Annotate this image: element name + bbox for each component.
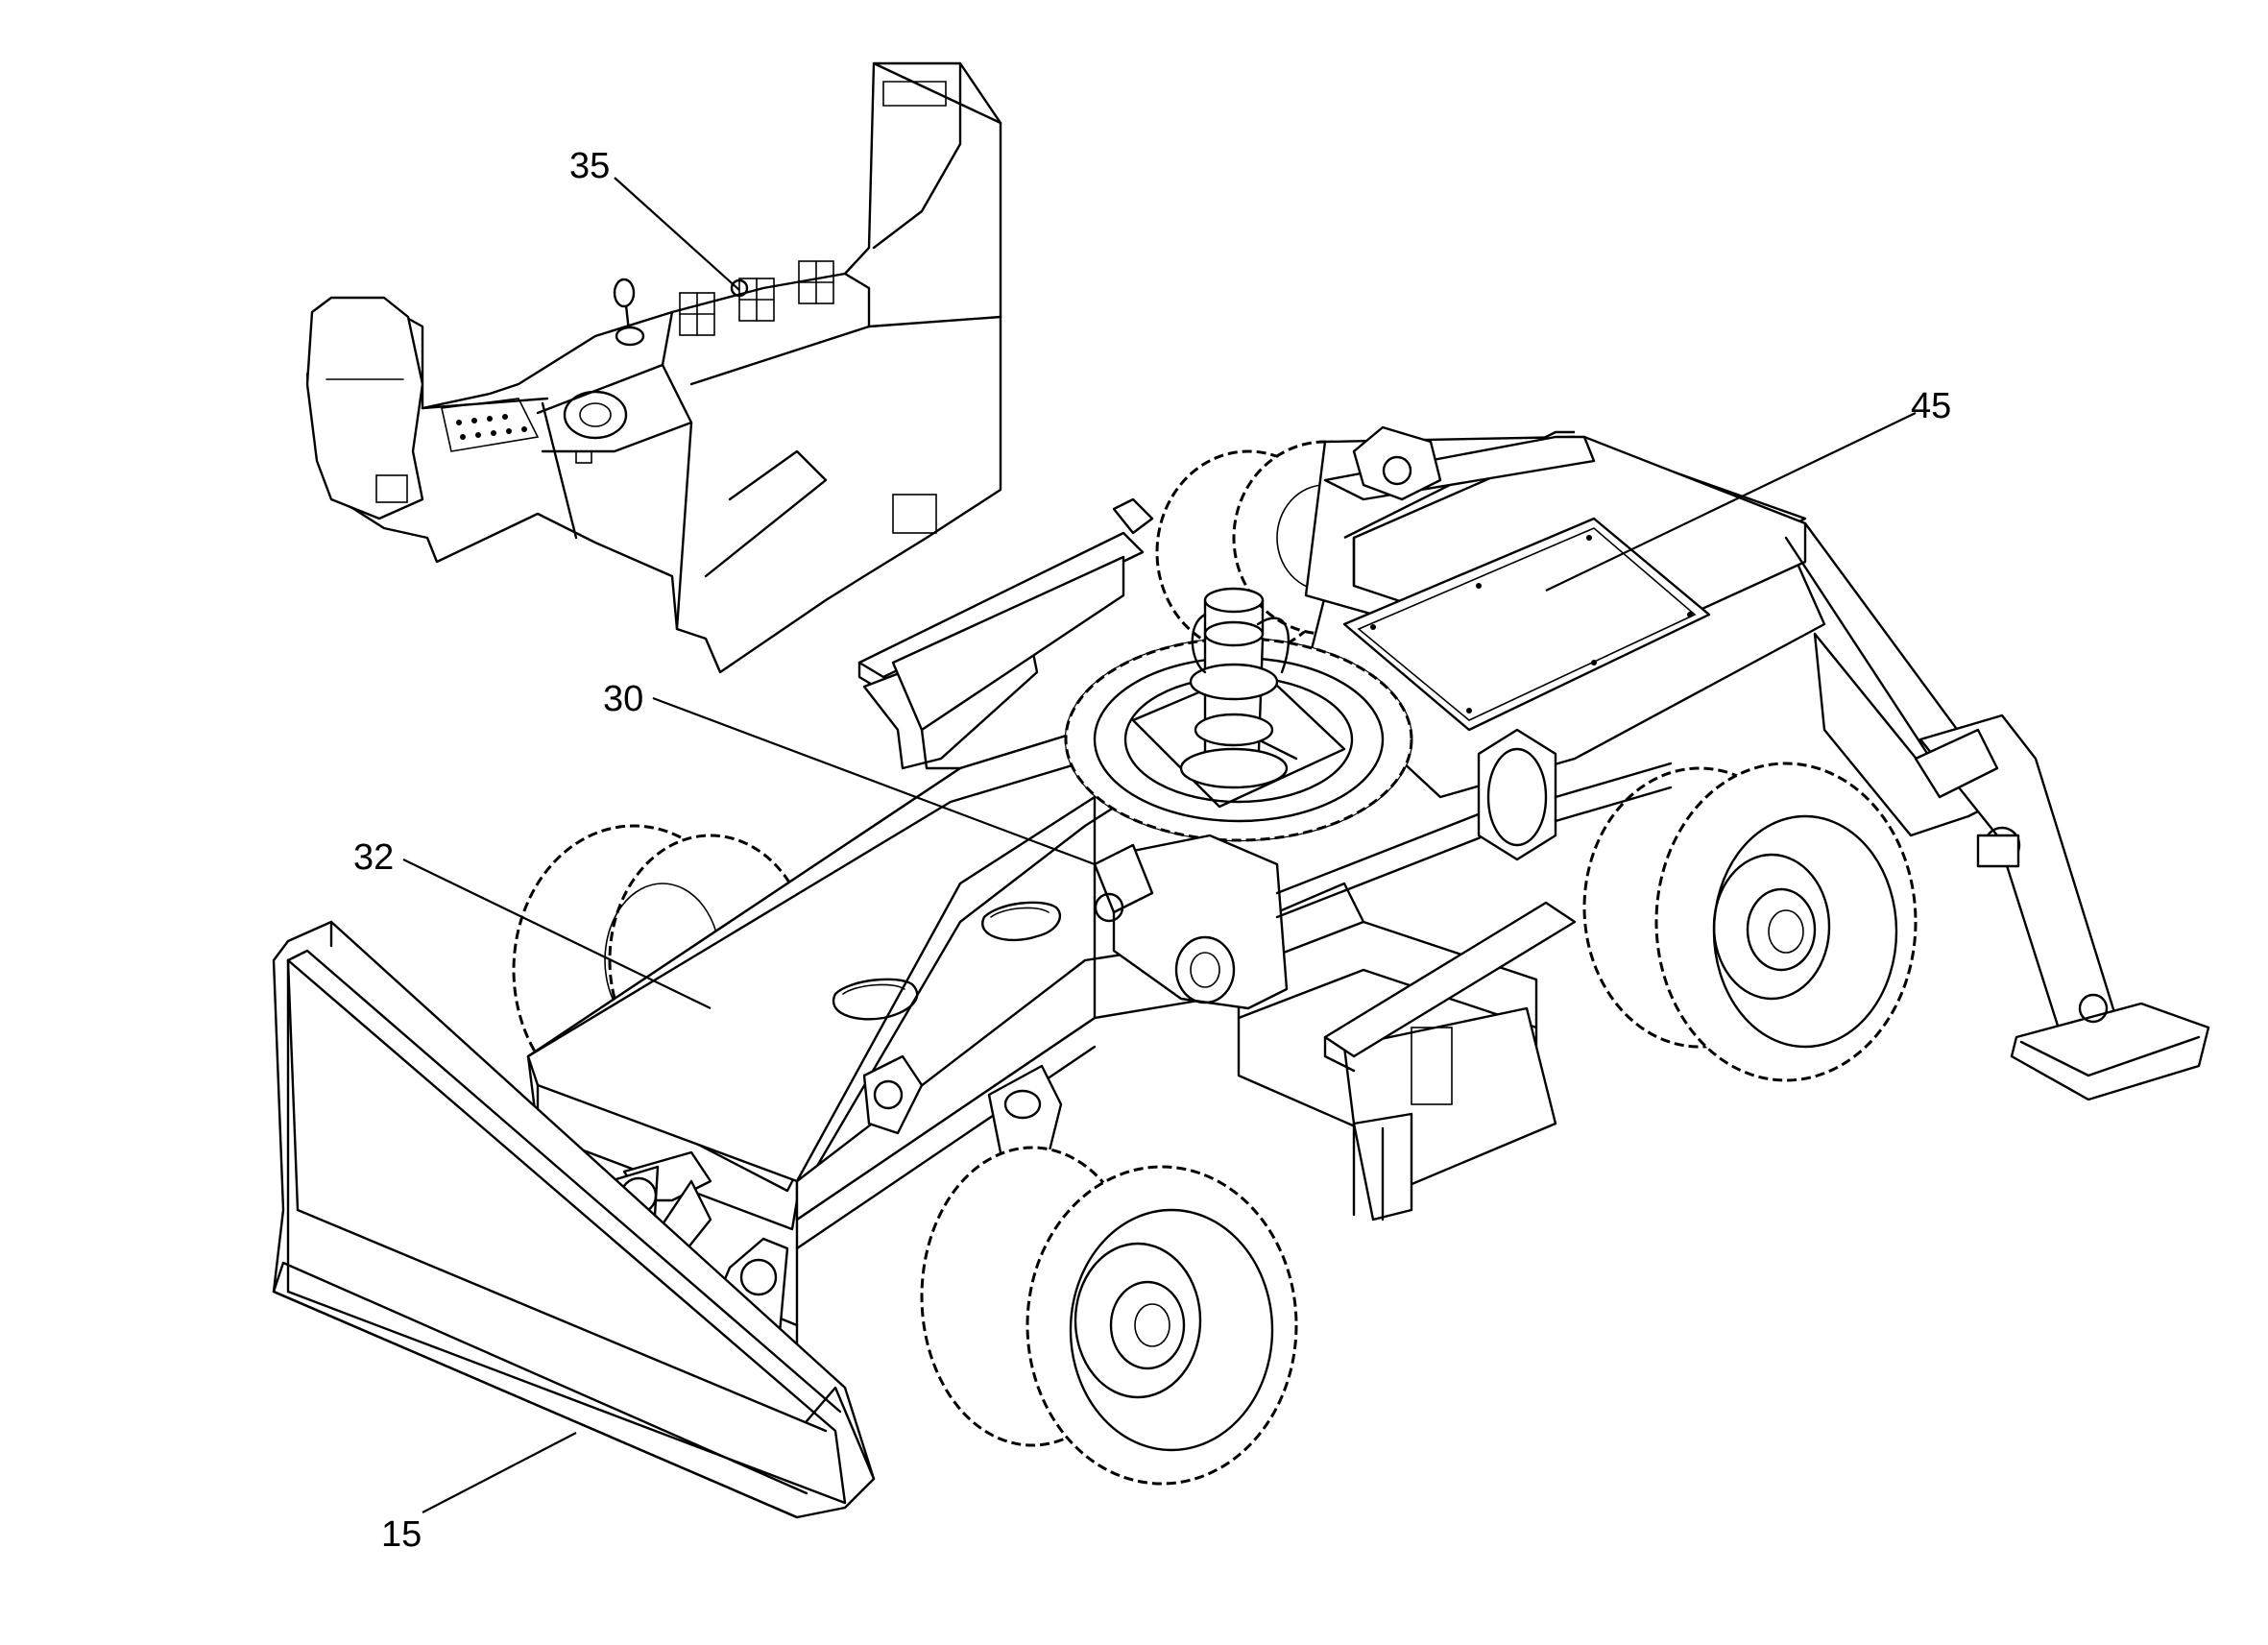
- leader-35: [614, 177, 740, 291]
- leader-32: [402, 859, 712, 1009]
- callout-32: 32: [353, 837, 394, 878]
- callout-15: 15: [381, 1514, 422, 1555]
- chassis-access-holes: [832, 901, 1062, 1021]
- callout-labels: 35 45 30 32 15: [353, 146, 1951, 1555]
- main-chassis: [526, 497, 1577, 1356]
- callout-leaders: [402, 177, 1917, 1513]
- leader-45: [1545, 412, 1917, 592]
- floor-grating: [441, 398, 540, 452]
- callout-45: 45: [1911, 386, 1951, 426]
- console-switches: [679, 260, 834, 336]
- outrigger-pad: [2010, 1002, 2210, 1101]
- front-right-wheels: [920, 1146, 1298, 1486]
- operator-console: [305, 61, 1002, 674]
- transmission: [1093, 728, 1673, 1010]
- rear-right-wheels: [1582, 762, 1918, 1082]
- callout-30: 30: [603, 679, 643, 719]
- slewing-ring: [1064, 587, 1413, 842]
- leader-30: [652, 696, 1096, 866]
- joystick-icon: [613, 278, 645, 347]
- dozer-blade: [272, 920, 876, 1519]
- rear-frame: [1304, 425, 2210, 1101]
- callout-35: 35: [569, 146, 610, 186]
- leader-15: [422, 1432, 577, 1513]
- cover-plate: [1342, 517, 1711, 732]
